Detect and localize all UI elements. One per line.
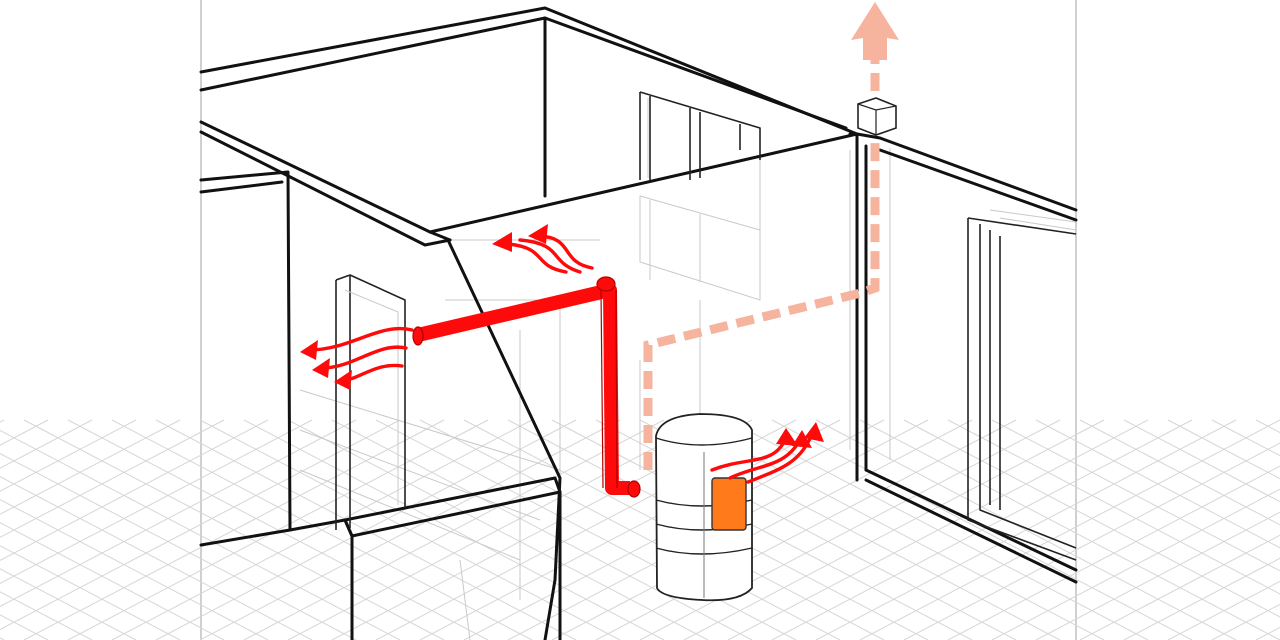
back-wall-outlet [492, 224, 594, 274]
left-doorway [335, 274, 406, 530]
flue-roof-cap [857, 97, 897, 136]
pellet-stove [655, 413, 753, 602]
ghost-lines [299, 98, 891, 640]
hot-air-duct [412, 276, 641, 498]
flue-up-arrow [851, 2, 899, 60]
right-glass-door [967, 209, 1077, 561]
floor-tiles [0, 419, 1280, 640]
left-room-outlet [300, 326, 414, 390]
duct-stove-connector [627, 480, 641, 498]
stove-fire-window [711, 477, 747, 531]
duct-left-end [412, 326, 424, 346]
stove-front-outlet [710, 422, 824, 484]
walls [199, 6, 1078, 640]
back-window [639, 91, 761, 301]
duct-top-elbow [596, 276, 616, 292]
frame-borders [200, 0, 1077, 640]
exhaust-flue [643, 2, 899, 470]
